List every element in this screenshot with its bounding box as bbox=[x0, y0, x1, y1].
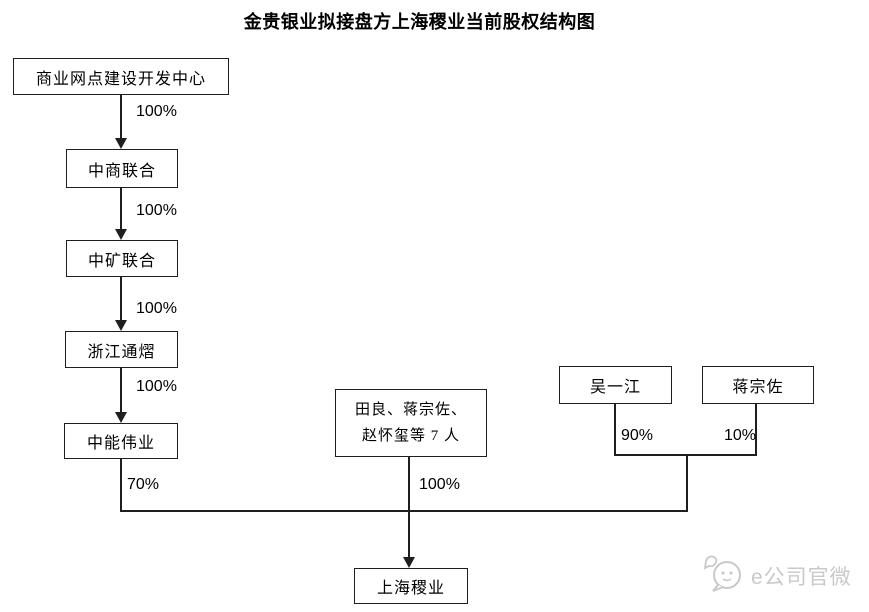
node-commercial-network-center: 商业网点建设开发中心 bbox=[13, 58, 229, 95]
ownership-label-wu: 90% bbox=[621, 427, 654, 444]
connector-line bbox=[614, 454, 757, 456]
ownership-label-zhejiang: 100% bbox=[136, 378, 177, 395]
ownership-label-zhongneng: 70% bbox=[127, 476, 160, 493]
arrow-down-icon bbox=[115, 138, 127, 149]
connector-line bbox=[120, 459, 122, 512]
arrow-down-icon bbox=[115, 229, 127, 240]
ownership-label-jiang: 10% bbox=[724, 427, 757, 444]
node-shanghai-jiye: 上海稷业 bbox=[354, 568, 468, 604]
connector-line bbox=[120, 510, 688, 512]
ownership-label-zhongkuang: 100% bbox=[136, 300, 177, 317]
connector-line bbox=[120, 368, 122, 412]
connector-line bbox=[120, 277, 122, 320]
arrow-down-icon bbox=[115, 320, 127, 331]
arrow-down-icon bbox=[403, 557, 415, 568]
ownership-label-zhongshang: 100% bbox=[136, 202, 177, 219]
node-zhongshang-lianhe: 中商联合 bbox=[66, 149, 178, 188]
connector-line bbox=[120, 95, 122, 138]
shareholder-group-line1: 田良、蒋宗佐、 bbox=[354, 401, 467, 418]
watermark-label: e公司官微 bbox=[751, 565, 852, 589]
connector-line bbox=[755, 404, 757, 456]
node-jiang-zongzuo: 蒋宗佐 bbox=[702, 366, 814, 404]
watermark: e公司官微 bbox=[700, 553, 852, 598]
node-wu-yijiang: 吴一江 bbox=[559, 366, 672, 404]
arrow-down-icon bbox=[115, 412, 127, 423]
node-zhongkuang-lianhe: 中矿联合 bbox=[66, 240, 178, 277]
node-shareholder-group: 田良、蒋宗佐、 赵怀玺等 7 人 bbox=[335, 389, 487, 457]
ownership-label-top: 100% bbox=[136, 103, 177, 120]
node-zhongneng-weiye: 中能伟业 bbox=[64, 423, 178, 459]
connector-line bbox=[120, 188, 122, 229]
diagram-title: 金贵银业拟接盘方上海稷业当前股权结构图 bbox=[243, 12, 596, 32]
node-zhejiang-tongyi: 浙江通熠 bbox=[65, 331, 178, 368]
ownership-label-shareholders: 100% bbox=[419, 476, 460, 493]
connector-line bbox=[686, 454, 688, 512]
connector-line bbox=[408, 457, 410, 557]
connector-line bbox=[614, 404, 616, 456]
wechat-icon bbox=[700, 553, 746, 598]
shareholder-group-line2: 赵怀玺等 7 人 bbox=[361, 428, 460, 444]
